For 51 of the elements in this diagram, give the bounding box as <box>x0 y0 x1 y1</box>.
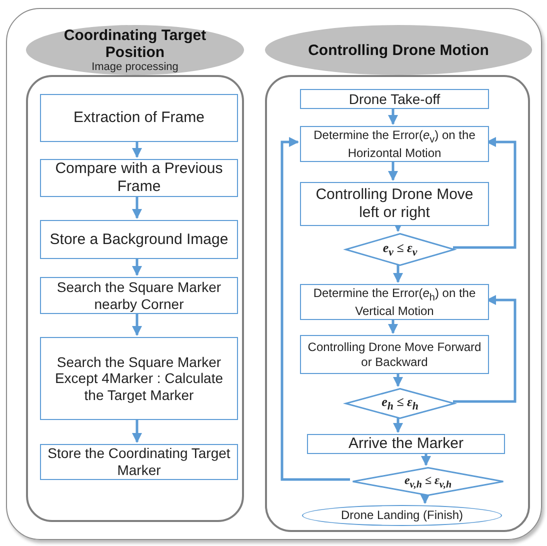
arrow <box>388 107 398 125</box>
step-text: Extraction of Frame <box>74 109 204 127</box>
arrow <box>388 318 398 334</box>
step-text: Determine the Error(e$_{h}$) on the Vertical Motion <box>312 286 477 318</box>
process-box <box>40 159 238 197</box>
section-subtitle: Image processing <box>92 61 178 73</box>
condition-text: e$_{v,h}$ ≤ ε$_{v,h}$ <box>404 472 452 490</box>
step-text: Determine the Error(e$_{v}$) on the Horizontal Motion <box>312 128 476 160</box>
step-text: Arrive the Marker <box>348 435 464 453</box>
process-box <box>300 284 489 320</box>
step-text: Controlling Drone Move Forward or Backward <box>306 340 482 369</box>
arrow <box>453 137 516 249</box>
section-title: Controlling Drone Motion <box>308 42 489 58</box>
arrow <box>421 452 431 466</box>
condition-text: e$_{h}$ ≤ ε$_{h}$ <box>382 394 418 413</box>
process-box <box>300 126 489 162</box>
section-panel <box>265 75 530 532</box>
arrow <box>132 195 142 219</box>
step-text: Drone Landing (Finish) <box>340 508 464 523</box>
decision-diamond <box>345 233 455 266</box>
arrow <box>393 264 403 283</box>
arrow <box>420 494 430 504</box>
arrow <box>132 140 142 158</box>
arrow <box>132 312 142 336</box>
process-box <box>300 182 489 226</box>
condition-text: e$_{v}$ ≤ ε$_{v}$ <box>382 240 418 259</box>
process-box <box>40 94 238 142</box>
arrow <box>280 137 350 481</box>
process-box <box>40 337 238 420</box>
step-text: Compare with a Previous Frame <box>54 160 224 196</box>
process-box <box>300 335 489 374</box>
step-text: Store the Coordinating Target Marker <box>46 445 232 479</box>
step-text: Store a Background Image <box>50 230 228 248</box>
process-box <box>40 220 238 259</box>
section-title: Coordinating Target Position <box>62 27 208 61</box>
decision-diamond <box>345 388 455 419</box>
arrow <box>132 257 142 276</box>
arrow <box>388 160 398 181</box>
step-text: Search the Square Marker nearby Corner <box>56 278 222 312</box>
step-text: Search the Square Marker Except 4Marker : Calculate the Target Marker <box>54 354 224 404</box>
step-text: Drone Take-off <box>348 90 440 108</box>
arrow <box>393 372 403 387</box>
process-box <box>307 434 505 454</box>
decision-diamond <box>352 467 504 496</box>
process-box <box>300 89 489 109</box>
process-box <box>40 277 238 314</box>
section-panel <box>26 75 244 522</box>
step-text: Controlling Drone Move left or right <box>314 186 474 222</box>
arrow <box>453 295 516 403</box>
arrow <box>393 417 403 433</box>
arrow <box>132 418 142 443</box>
